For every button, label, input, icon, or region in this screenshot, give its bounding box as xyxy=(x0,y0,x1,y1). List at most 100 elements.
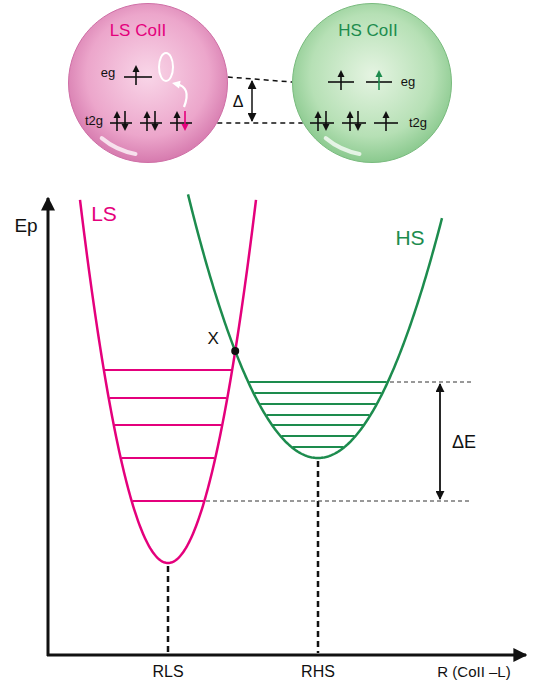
delta-e-marker xyxy=(206,382,472,501)
text-holder: R (CoII –L) xyxy=(437,663,510,680)
spin-arrow xyxy=(116,116,118,131)
text-holder: t2g xyxy=(409,116,427,131)
vibrational-level xyxy=(110,397,227,399)
dashed-connector xyxy=(217,122,302,124)
circle-shape xyxy=(69,4,228,163)
orbital-label: eg xyxy=(401,75,415,90)
text-holder: LS CoII xyxy=(110,21,167,41)
crossing-point xyxy=(231,347,239,355)
spin-arrow xyxy=(154,111,156,126)
arrow-head xyxy=(144,111,151,118)
spin-arrow xyxy=(176,116,178,131)
arrow-head xyxy=(383,111,390,118)
tick-label: RLS xyxy=(152,663,183,681)
text-holder: RLS xyxy=(152,663,183,681)
drop-lines xyxy=(168,461,318,653)
axes xyxy=(47,198,526,656)
orbital-level xyxy=(140,122,162,124)
state-title: LS CoII xyxy=(110,21,167,41)
point-label: X xyxy=(208,329,219,349)
delta-marker xyxy=(252,81,253,121)
orbital-level xyxy=(124,76,152,78)
arrow-head xyxy=(347,111,354,118)
splitting-label: Δ xyxy=(233,93,244,111)
vibrational-level xyxy=(260,403,376,405)
vibrational-level xyxy=(105,369,231,371)
text-holder: HS CoII xyxy=(338,21,398,41)
distance-axis xyxy=(47,654,526,657)
energy-axis xyxy=(47,198,50,656)
low-spin-curve xyxy=(80,200,256,563)
spin-arrow xyxy=(146,116,148,131)
spin-arrow xyxy=(385,116,387,131)
spin-arrow xyxy=(378,75,380,90)
spin-arrow xyxy=(184,111,186,126)
double-arrow xyxy=(439,384,441,499)
text-holder: eg xyxy=(101,66,115,81)
orbital-level xyxy=(342,122,366,124)
orbital-level xyxy=(110,122,132,124)
axis-label: R (CoII –L) xyxy=(437,663,510,680)
gloss xyxy=(102,138,136,154)
curve-label: HS xyxy=(395,226,424,250)
transition-arrow xyxy=(176,84,187,107)
vibrational-level xyxy=(115,424,221,426)
vibrational-level xyxy=(273,424,363,426)
orbital-level xyxy=(170,122,192,124)
axis-label: Ep xyxy=(14,215,37,237)
double-arrow xyxy=(251,81,253,121)
vibrational-level xyxy=(281,435,354,437)
orbital-label: t2g xyxy=(409,116,427,131)
dashed-connector xyxy=(228,77,292,82)
arrow-head xyxy=(152,124,159,131)
vibrational-level xyxy=(292,446,343,448)
vibrational-level xyxy=(122,457,215,459)
gloss xyxy=(326,138,360,154)
orbital-label: t2g xyxy=(85,114,103,129)
arrow-head xyxy=(182,124,189,131)
arrow-head xyxy=(338,70,345,77)
vibrational-level xyxy=(133,500,204,502)
spin-arrow xyxy=(325,111,327,126)
arrow-head xyxy=(174,111,181,118)
vacancy-ellipse xyxy=(159,53,173,81)
tick-label: RHS xyxy=(301,663,335,681)
text-holder: RHS xyxy=(301,663,335,681)
arrow-head xyxy=(133,65,140,72)
text-holder: Δ xyxy=(233,93,244,111)
arrow-head xyxy=(355,124,362,131)
text-holder: Ep xyxy=(14,215,37,237)
low-spin-circle: LS CoII eg t2g xyxy=(68,3,228,163)
spin-arrow xyxy=(349,116,351,131)
arrow-head xyxy=(315,111,322,118)
orbital-label: eg xyxy=(101,66,115,81)
energy-gap-label: ΔE xyxy=(452,432,476,453)
vibrational-level xyxy=(254,392,381,394)
spin-arrow xyxy=(357,111,359,126)
curve-label: LS xyxy=(91,202,117,226)
arrow-head xyxy=(172,81,181,89)
guide-line xyxy=(390,382,472,383)
potential-curves xyxy=(80,194,442,563)
arrow-head xyxy=(114,111,121,118)
arrow-head xyxy=(323,124,330,131)
orbital-level xyxy=(310,122,334,124)
text-holder: eg xyxy=(401,75,415,90)
high-spin-curve xyxy=(188,194,442,458)
vibrational-level xyxy=(266,414,369,416)
text-holder: LS xyxy=(91,202,117,226)
ls-drop-line xyxy=(167,566,170,653)
hs-drop-line xyxy=(317,461,320,653)
text-holder: HS xyxy=(395,226,424,250)
high-spin-circle: HS CoII eg t2g xyxy=(292,3,452,163)
guide-line xyxy=(206,501,472,502)
text-holder: ΔE xyxy=(452,432,476,453)
text-holder: X xyxy=(208,329,219,349)
arrow-head xyxy=(122,124,129,131)
circle-shape xyxy=(293,4,452,163)
spin-arrow xyxy=(124,111,126,126)
vibrational-level xyxy=(249,381,387,383)
spin-arrow xyxy=(317,116,319,131)
state-title: HS CoII xyxy=(338,21,398,41)
